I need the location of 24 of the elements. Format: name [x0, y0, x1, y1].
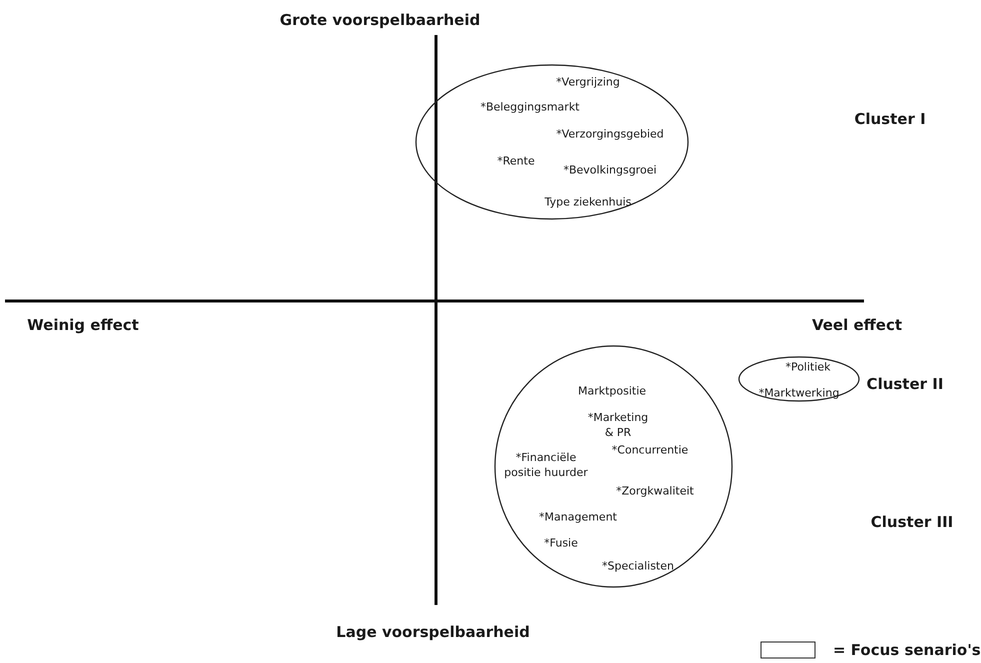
factor-label: *Management	[539, 510, 617, 524]
factor-label: *Verzorgingsgebied	[556, 126, 664, 142]
cluster-label: Cluster III	[870, 513, 954, 531]
factor-label: *Politiek	[785, 360, 831, 374]
factor-label: *Marktwerking	[758, 386, 840, 400]
factor-label: Type ziekenhuis	[544, 194, 632, 210]
factor-label: *Concurrentie	[612, 442, 688, 458]
factor-label: Marktpositie	[578, 384, 646, 398]
legend-label: = Focus senario's	[833, 641, 981, 659]
factor-label: *Specialisten	[602, 558, 674, 574]
axis-label: Lage voorspelbaarheid	[336, 623, 530, 641]
factor-label: *Zorgkwaliteit	[616, 484, 694, 498]
axis-label: Weinig effect	[27, 316, 139, 334]
axis-label: Veel effect	[812, 316, 902, 334]
factor-label: *Fusie	[544, 536, 578, 550]
factor-label: *Bevolkingsgroei	[563, 162, 657, 178]
factor-label: *Marketing & PR	[586, 410, 650, 440]
factor-label: *Vergrijzing	[556, 74, 620, 90]
factor-label: *Beleggingsmarkt	[480, 100, 580, 114]
cluster-label: Cluster II	[866, 375, 944, 393]
factor-label: *Financiële positie huurder	[503, 450, 589, 480]
factor-label: *Rente	[497, 154, 535, 168]
cluster-label: Cluster I	[854, 110, 926, 128]
axis-label: Grote voorspelbaarheid	[280, 11, 480, 29]
